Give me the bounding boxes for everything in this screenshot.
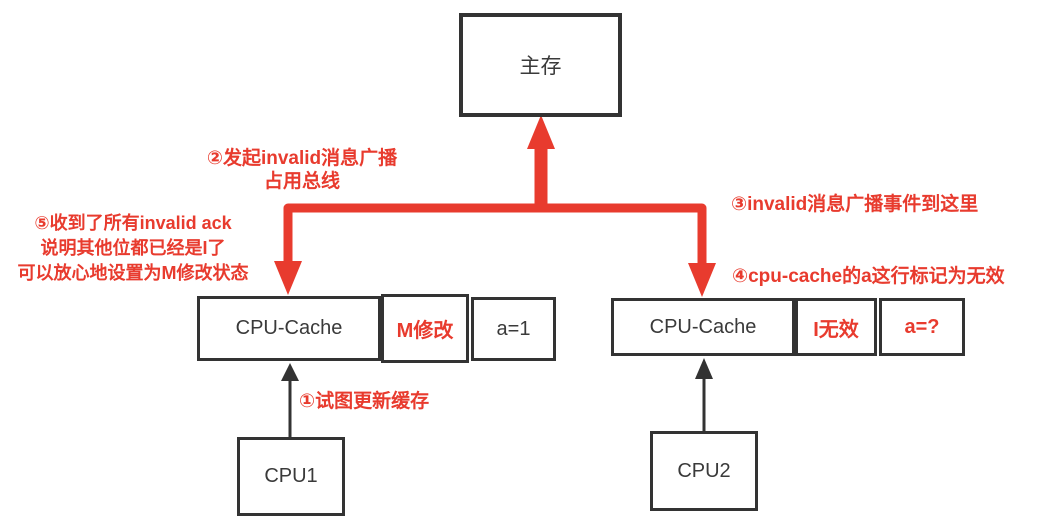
annotation-step4: ④cpu-cache的a这行标记为无效	[732, 266, 1005, 287]
annotation-step1: ①试图更新缓存	[299, 391, 430, 412]
main-memory-label: 主存	[519, 55, 562, 78]
bus-left-arrowhead-icon	[274, 261, 302, 295]
cpu2-cache-state-label: I无效	[813, 318, 859, 341]
annotation-step5-line3: 可以放心地设置为M修改状态	[17, 263, 249, 283]
annotation-step2-line2: 占用总线	[263, 171, 340, 192]
cpu1-cache-state-label: M修改	[396, 320, 454, 342]
cpu1-box: CPU1	[237, 437, 345, 516]
bus-to-memory-arrowhead-icon	[527, 115, 555, 149]
cpu2-cache-state-cell: I无效	[795, 298, 877, 356]
annotation-step2-line1: ②发起invalid消息广播	[206, 148, 398, 169]
cpu1-cache-value-label: a=1	[496, 317, 531, 340]
cpu1-label: CPU1	[264, 465, 318, 487]
annotation-step5-line1: ⑤收到了所有invalid ack	[34, 213, 232, 233]
bus-right-arrowhead-icon	[688, 263, 716, 297]
cpu1-to-cache-arrowhead-icon	[281, 363, 299, 381]
annotation-step5-line2: 说明其他位都已经是I了	[40, 238, 226, 258]
cpu2-cache-label: CPU-Cache	[649, 315, 757, 338]
cpu1-cache-box: CPU-Cache	[197, 296, 381, 361]
cpu2-label: CPU2	[677, 459, 731, 482]
cpu2-to-cache-arrowhead-icon	[695, 358, 713, 379]
cpu2-box: CPU2	[650, 431, 758, 511]
cpu2-cache-value-cell: a=?	[879, 298, 965, 356]
cpu1-cache-value-cell: a=1	[471, 297, 556, 361]
main-memory-box: 主存	[459, 13, 622, 117]
annotation-step3: ③invalid消息广播事件到这里	[731, 194, 979, 215]
invalid-broadcast-bus	[283, 203, 707, 265]
annotation-step2: ②发起invalid消息广播 占用总线	[182, 147, 422, 193]
cpu2-cache-value-label: a=?	[904, 315, 940, 338]
cpu1-cache-state-cell: M修改	[381, 294, 469, 363]
cpu2-cache-box: CPU-Cache	[611, 298, 795, 356]
cpu1-cache-label: CPU-Cache	[235, 317, 343, 339]
annotation-step5: ⑤收到了所有invalid ack 说明其他位都已经是I了 可以放心地设置为M修…	[2, 211, 264, 286]
